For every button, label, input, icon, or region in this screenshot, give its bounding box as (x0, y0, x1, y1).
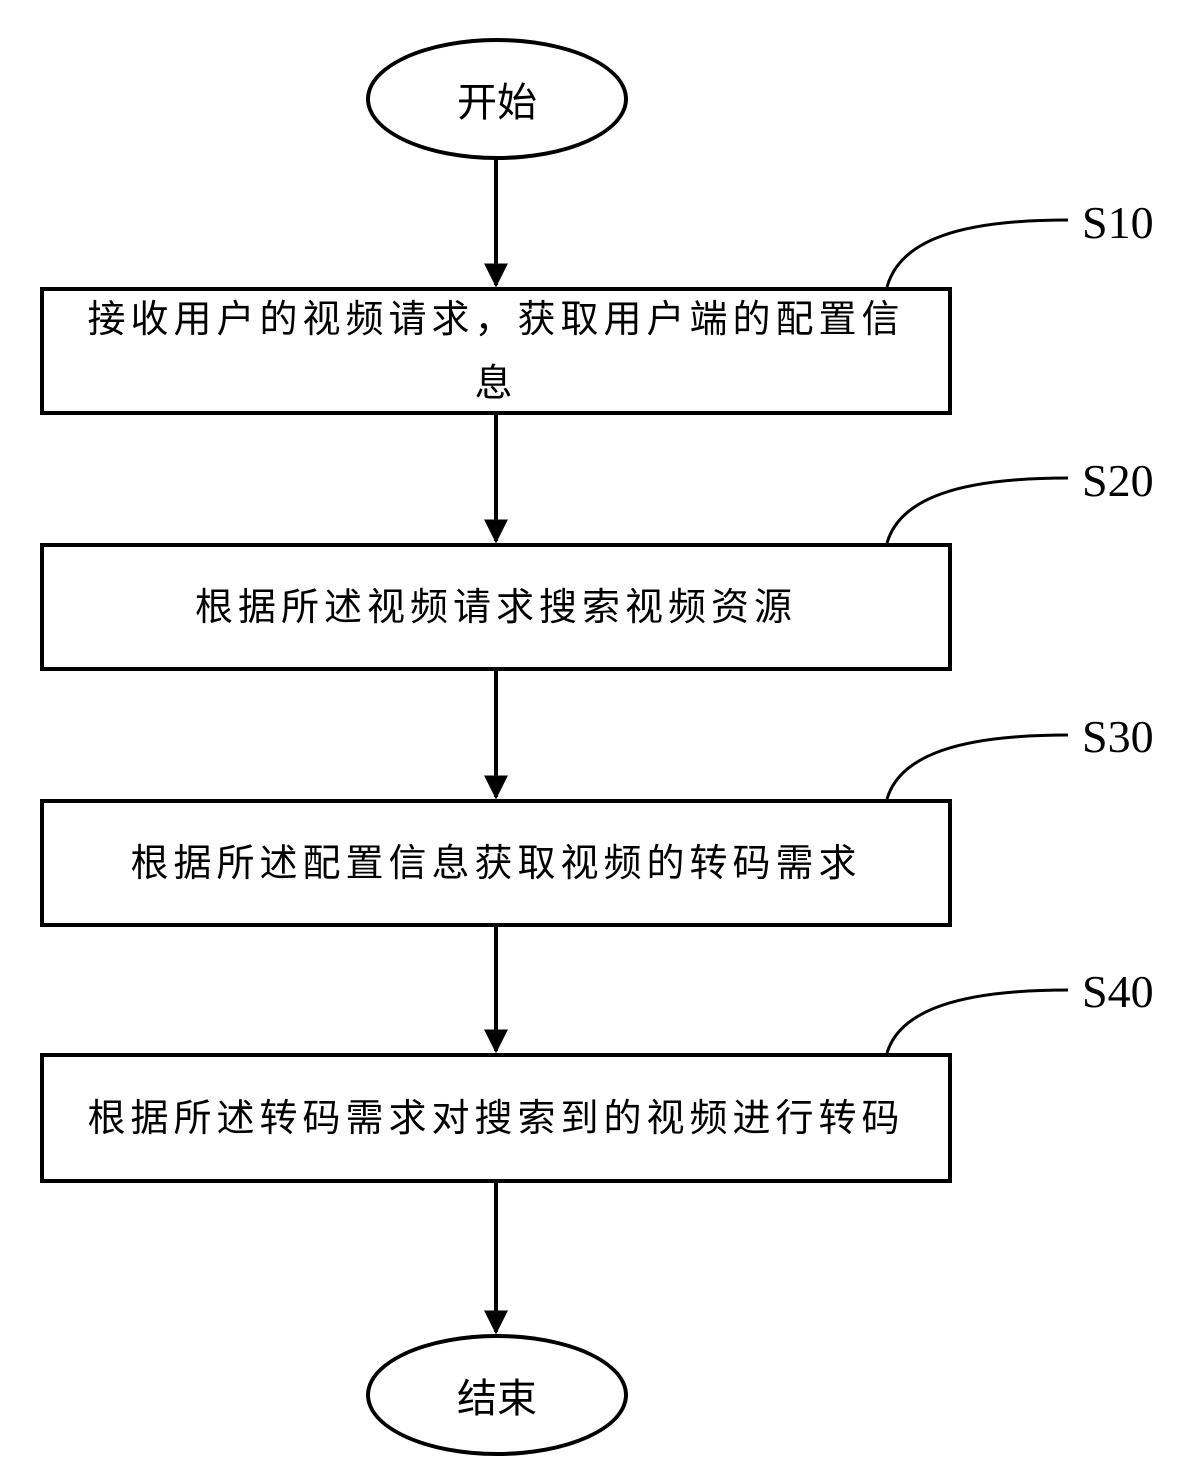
step-s40-text: 根据所述转码需求对搜索到的视频进行转码 (87, 1096, 905, 1140)
step-s40-box: 根据所述转码需求对搜索到的视频进行转码 (40, 1053, 952, 1183)
step-s10-id: S10 (1082, 197, 1154, 248)
leader-s30 (885, 733, 1069, 800)
step-s30-box: 根据所述配置信息获取视频的转码需求 (40, 799, 952, 927)
leader-s10 (885, 218, 1069, 288)
end-label: 结束 (457, 1376, 537, 1422)
step-s40-id: S40 (1082, 966, 1154, 1017)
leader-s20 (885, 476, 1069, 544)
step-s20-id: S20 (1082, 455, 1154, 506)
step-s10-box: 接收用户的视频请求，获取用户端的配置信息 (40, 287, 952, 415)
step-s10-text: 接收用户的视频请求，获取用户端的配置信息 (87, 297, 905, 405)
start-label: 开始 (457, 80, 537, 126)
step-s30-id: S30 (1082, 711, 1154, 762)
step-s20-box: 根据所述视频请求搜索视频资源 (40, 543, 952, 671)
start-terminal: 开始 (366, 38, 628, 160)
leader-s40 (885, 988, 1069, 1054)
end-terminal: 结束 (366, 1334, 628, 1456)
step-s30-text: 根据所述配置信息获取视频的转码需求 (130, 841, 862, 885)
step-s20-text: 根据所述视频请求搜索视频资源 (194, 585, 797, 629)
